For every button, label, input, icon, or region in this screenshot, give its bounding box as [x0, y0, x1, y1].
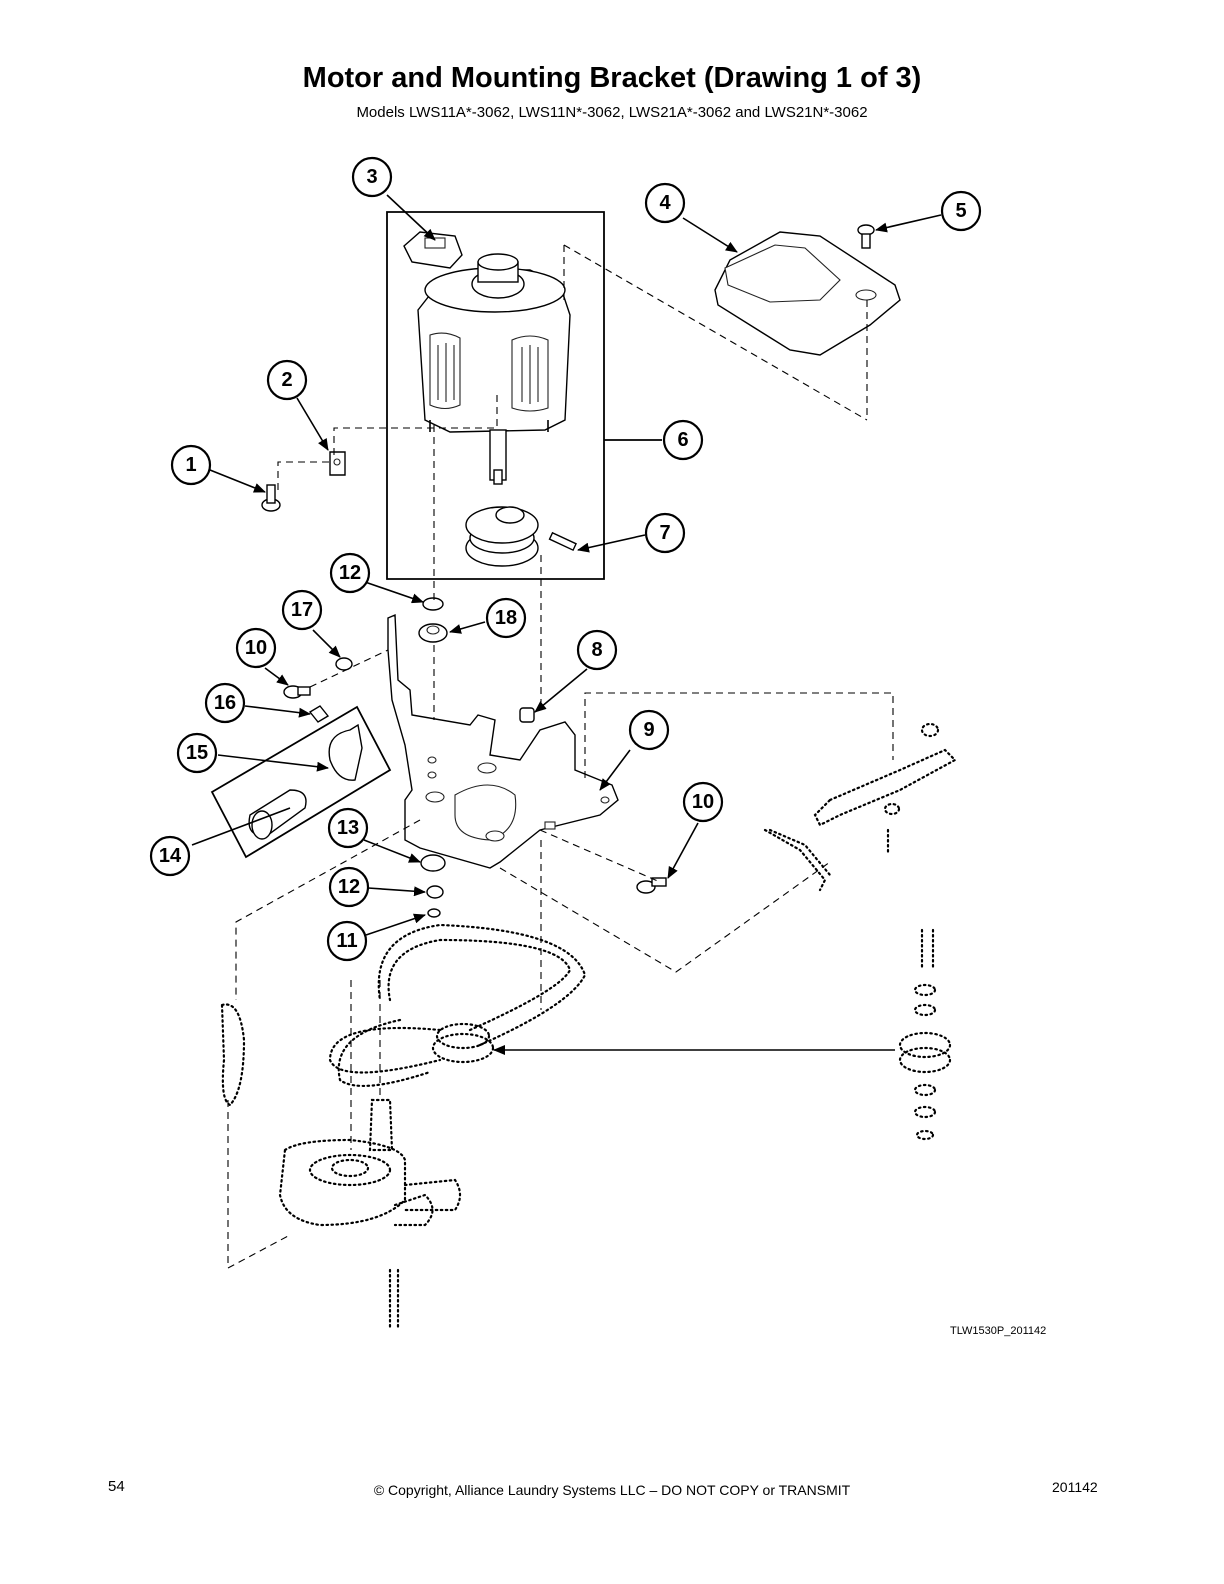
motor-switch: [403, 231, 463, 269]
callout-3: 3: [351, 156, 393, 198]
hose: [220, 1003, 246, 1107]
callout-6: 6: [662, 419, 704, 461]
callout-4: 4: [644, 182, 686, 224]
callout-12-bottom: 12: [328, 866, 370, 908]
svg-text:12: 12: [338, 876, 360, 898]
clip-2: [329, 451, 346, 476]
callout-15: 15: [176, 732, 218, 774]
callout-12-top: 12: [329, 552, 371, 594]
svg-text:8: 8: [591, 639, 602, 661]
footer-code: 201142: [1052, 1479, 1098, 1495]
callout-9: 9: [628, 709, 670, 751]
callout-18: 18: [485, 597, 527, 639]
callout-10-left: 10: [235, 627, 277, 669]
pump: [278, 1098, 462, 1332]
svg-text:10: 10: [692, 791, 714, 813]
svg-text:5: 5: [955, 200, 966, 222]
svg-text:1: 1: [185, 454, 196, 476]
drawing-code: TLW1530P_201142: [950, 1325, 1047, 1337]
callout-7: 7: [644, 512, 686, 554]
motor-pulley: [465, 506, 577, 567]
svg-text:10: 10: [245, 637, 267, 659]
svg-text:12: 12: [339, 562, 361, 584]
svg-text:13: 13: [337, 817, 359, 839]
svg-text:4: 4: [659, 192, 671, 214]
capacitor-box: [210, 705, 392, 859]
svg-text:17: 17: [291, 599, 313, 621]
copyright-notice: © Copyright, Alliance Laundry Systems LL…: [373, 1482, 851, 1498]
callout-17: 17: [281, 589, 323, 631]
motor-cover: [714, 231, 901, 356]
svg-text:11: 11: [336, 930, 357, 952]
callout-1: 1: [170, 444, 212, 486]
callout-16: 16: [204, 682, 246, 724]
callout-2: 2: [266, 359, 308, 401]
screw-1: [261, 484, 281, 512]
callout-8: 8: [576, 629, 618, 671]
svg-text:2: 2: [281, 369, 292, 391]
page-title: Motor and Mounting Bracket (Drawing 1 of…: [302, 62, 922, 94]
svg-text:15: 15: [186, 742, 208, 764]
mounting-bracket: [387, 613, 619, 869]
svg-text:9: 9: [643, 719, 654, 741]
drive-belt: [328, 923, 587, 1088]
callout-11: 11: [326, 920, 368, 962]
page-subtitle: Models LWS11A*-3062, LWS11N*-3062, LWS21…: [356, 104, 868, 121]
callout-5: 5: [940, 190, 982, 232]
shift-assembly: [763, 722, 957, 1141]
alignment-lines: [227, 244, 894, 1269]
small-parts: [283, 597, 667, 918]
screw-5: [857, 224, 875, 249]
page-number: 54: [108, 1478, 125, 1495]
motor-assembly-box: [386, 211, 662, 580]
svg-text:6: 6: [677, 429, 688, 451]
svg-text:14: 14: [159, 845, 182, 867]
callout-10-right: 10: [682, 781, 724, 823]
svg-text:16: 16: [214, 692, 236, 714]
callout-14: 14: [149, 835, 191, 877]
callout-13: 13: [327, 807, 369, 849]
leader-lines: [191, 194, 942, 1055]
svg-text:3: 3: [366, 166, 377, 188]
motor: [417, 253, 571, 485]
svg-text:18: 18: [495, 607, 517, 629]
svg-text:7: 7: [659, 522, 670, 544]
